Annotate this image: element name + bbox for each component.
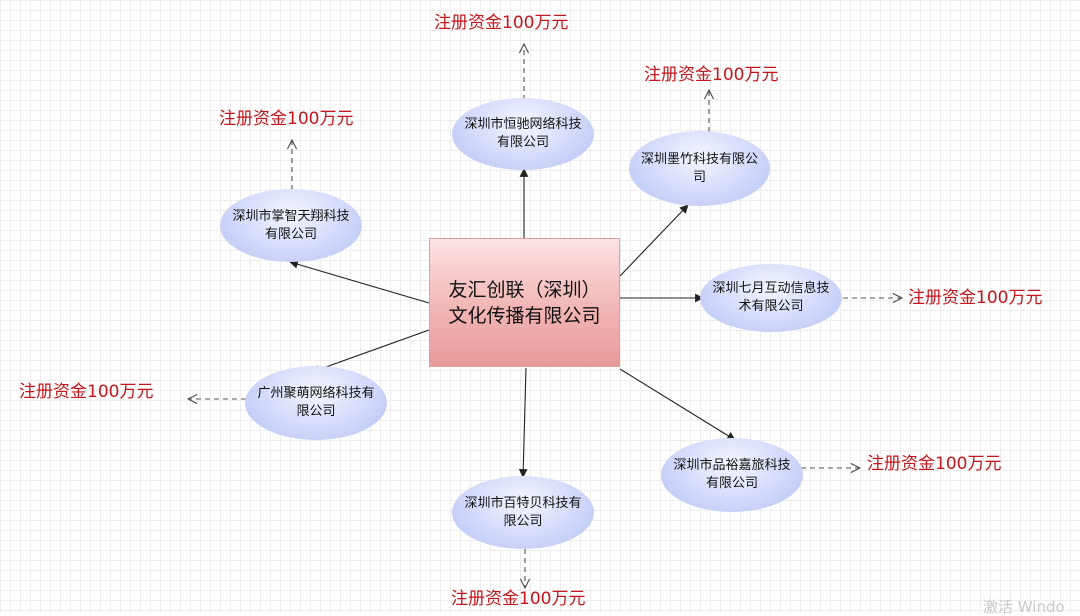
capital-label-pinyu: 注册资金100万元 <box>867 454 1002 474</box>
company-node-qiyue: 深圳七月互动信息技术有限公司 <box>700 264 842 332</box>
company-label-baitebei: 深圳市百特贝科技有限公司 <box>464 495 582 529</box>
company-label-jumeng: 广州聚萌网络科技有限公司 <box>257 386 375 419</box>
arrow-to-jumeng <box>311 329 430 374</box>
capital-label-jumeng: 注册资金100万元 <box>19 382 154 402</box>
center-company-label: 友汇创联（深圳）文化传播有限公司 <box>448 278 601 327</box>
capital-label-qiyue: 注册资金100万元 <box>908 288 1043 308</box>
capital-label-baitebei: 注册资金100万元 <box>451 589 586 609</box>
company-node-hengchi: 深圳市恒驰网络科技有限公司 <box>452 98 594 170</box>
company-label-qiyue: 深圳七月互动信息技术有限公司 <box>712 281 830 314</box>
capital-label-zhangzhi: 注册资金100万元 <box>219 109 354 129</box>
company-node-baitebei: 深圳市百特贝科技有限公司 <box>452 476 594 549</box>
arrow-to-pinyu <box>619 368 736 441</box>
windows-activation-watermark: 激活 Windo <box>983 598 1065 616</box>
capital-label-mozhu: 注册资金100万元 <box>644 65 779 85</box>
company-node-mozhu: 深圳墨竹科技有限公司 <box>629 131 770 206</box>
company-node-jumeng: 广州聚萌网络科技有限公司 <box>245 366 387 440</box>
arrow-to-zhangzhi <box>289 260 430 304</box>
company-label-mozhu: 深圳墨竹科技有限公司 <box>640 151 758 185</box>
company-node-zhangzhi: 深圳市掌智天翔科技有限公司 <box>220 189 362 262</box>
center-company-box: 友汇创联（深圳）文化传播有限公司 <box>429 238 620 367</box>
company-label-hengchi: 深圳市恒驰网络科技有限公司 <box>464 117 582 150</box>
arrow-to-baitebei <box>518 367 528 478</box>
capital-label-hengchi: 注册资金100万元 <box>434 13 569 33</box>
company-label-zhangzhi: 深圳市掌智天翔科技有限公司 <box>232 208 350 242</box>
company-label-pinyu: 深圳市品裕嘉旅科技有限公司 <box>673 458 791 491</box>
arrow-to-mozhu <box>619 204 689 277</box>
company-node-pinyu: 深圳市品裕嘉旅科技有限公司 <box>661 438 803 512</box>
